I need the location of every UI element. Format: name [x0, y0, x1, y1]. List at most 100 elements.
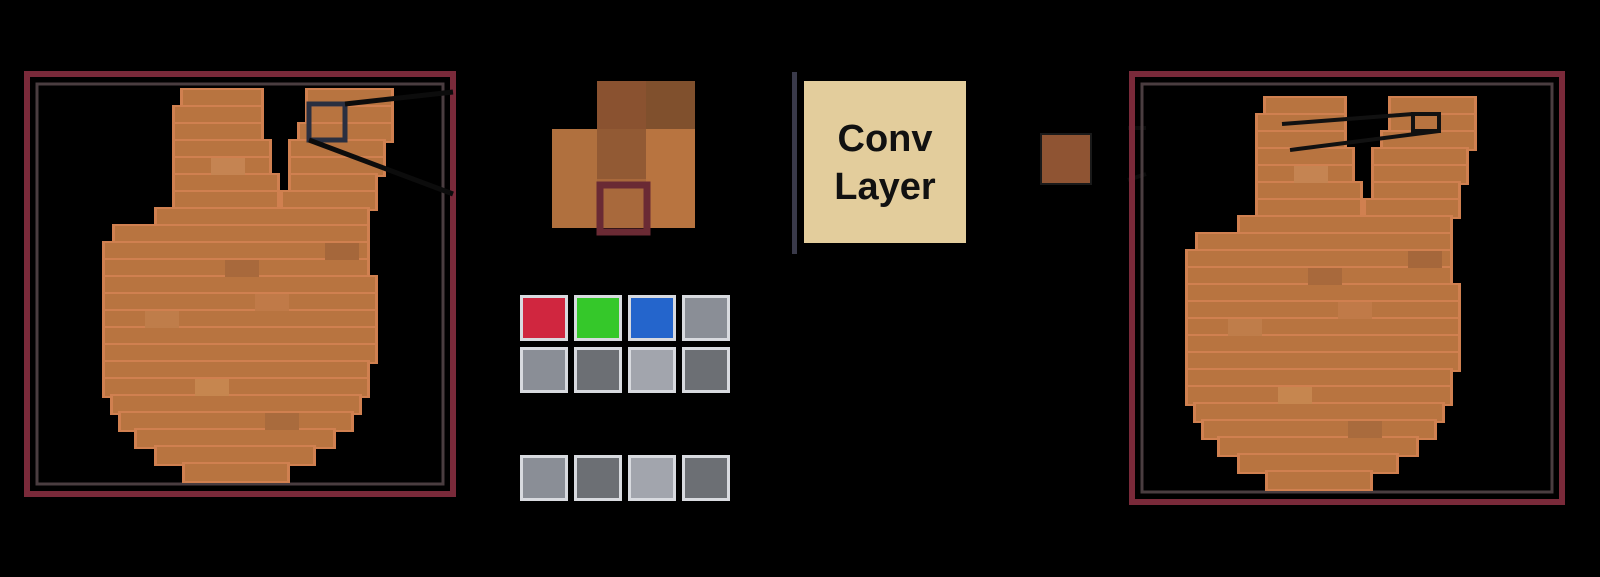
input-kernel-window [306, 101, 348, 143]
color-channels [520, 295, 730, 501]
hand-run [105, 345, 375, 362]
hand-run [1188, 387, 1450, 404]
hand-shade-pixel [1348, 421, 1382, 438]
hand-shade-pixel [1308, 268, 1342, 285]
hand-run [1220, 438, 1416, 455]
hand-run [1366, 200, 1458, 217]
hand-run [1188, 370, 1450, 387]
conv-layer-box [804, 81, 966, 243]
hand-shade-pixel [1294, 166, 1328, 183]
channel-swatch-gray-b [685, 458, 727, 498]
hand-run [183, 90, 261, 107]
output-pixel [1040, 133, 1092, 185]
hand-run [115, 226, 367, 243]
channel-swatch-gray-c [631, 350, 673, 390]
patch-cell [552, 129, 597, 228]
hand-run [157, 209, 367, 226]
hand-run [1258, 149, 1352, 166]
hand-run [1240, 455, 1396, 472]
hand-run [175, 107, 261, 124]
hand-run [105, 328, 375, 345]
hand-shade-pixel [1278, 387, 1312, 404]
channel-swatch-gray-b [577, 350, 619, 390]
patch-center-highlight [596, 181, 651, 236]
hand-run [175, 175, 277, 192]
hand-run [1374, 166, 1466, 183]
hand-run [291, 175, 375, 192]
channel-swatch-red [523, 298, 565, 338]
receptive-field-patch [552, 81, 695, 236]
projection-line-top [344, 89, 454, 107]
hand-run [1188, 302, 1458, 319]
hand-shade-pixel [211, 158, 245, 175]
hand-run [1188, 251, 1450, 268]
hand-run [283, 192, 375, 209]
hand-shade-pixel [1408, 251, 1442, 268]
channel-swatch-green [577, 298, 619, 338]
output-projection-bottom [1289, 129, 1440, 152]
hand-run [1266, 98, 1344, 115]
channel-swatch-gray-a [523, 350, 565, 390]
hand-shade-pixel [195, 379, 229, 396]
patch-cell [597, 81, 646, 129]
hand-run [1188, 353, 1458, 370]
output-hand-image [1185, 96, 1477, 491]
hand-run [1240, 217, 1450, 234]
output-frame-inner [1140, 82, 1554, 494]
patch-cell [646, 81, 695, 129]
hand-run [1374, 183, 1458, 200]
hand-run [1374, 149, 1466, 166]
hand-run [185, 464, 287, 481]
hand-run [1198, 234, 1450, 251]
hand-shade-pixel [1338, 302, 1372, 319]
hand-shade-pixel [1228, 319, 1262, 336]
hand-run [291, 158, 383, 175]
hand-run [1258, 183, 1360, 200]
hand-run [105, 243, 367, 260]
channel-swatch-gray-b [685, 350, 727, 390]
hand-run [121, 413, 351, 430]
hand-run [1196, 404, 1442, 421]
hand-shade-pixel [325, 243, 359, 260]
input-frame-inner [35, 82, 445, 486]
output-image-panel [1129, 71, 1565, 505]
hand-run [157, 447, 313, 464]
output-frame [1129, 71, 1565, 505]
input-hand-image [102, 88, 394, 483]
hand-run [1204, 421, 1434, 438]
hand-shade-pixel [225, 260, 259, 277]
hand-run [1268, 472, 1370, 489]
hand-run [1391, 98, 1474, 115]
hand-run [1188, 336, 1458, 353]
hand-run [105, 379, 367, 396]
output-projection-top [1281, 112, 1414, 126]
projection-line-bottom [308, 137, 454, 197]
hand-run [105, 362, 367, 379]
conv-layer-divider [792, 72, 797, 254]
hand-run [1258, 200, 1360, 217]
patch-cell [597, 129, 646, 179]
channel-swatch-gray-a [523, 458, 565, 498]
hand-run [1188, 285, 1458, 302]
hand-shade-pixel [255, 294, 289, 311]
hand-run [105, 294, 375, 311]
channel-swatch-gray-a [685, 298, 727, 338]
input-image-panel [24, 71, 456, 497]
hand-run [175, 192, 277, 209]
channel-swatch-gray-b [577, 458, 619, 498]
hand-run [308, 107, 391, 124]
channel-swatch-gray-c [631, 458, 673, 498]
input-frame [24, 71, 456, 497]
hand-run [175, 141, 269, 158]
hand-run [113, 396, 359, 413]
hand-run [175, 124, 261, 141]
hand-shade-pixel [265, 413, 299, 430]
channel-swatch-blue [631, 298, 673, 338]
conv-layer-label-line1: Conv [838, 118, 933, 160]
hand-shade-pixel [145, 311, 179, 328]
patch-cell [646, 129, 695, 228]
conv-layer-label-line2: Layer [834, 166, 936, 208]
hand-run [105, 277, 375, 294]
hand-run [137, 430, 333, 447]
